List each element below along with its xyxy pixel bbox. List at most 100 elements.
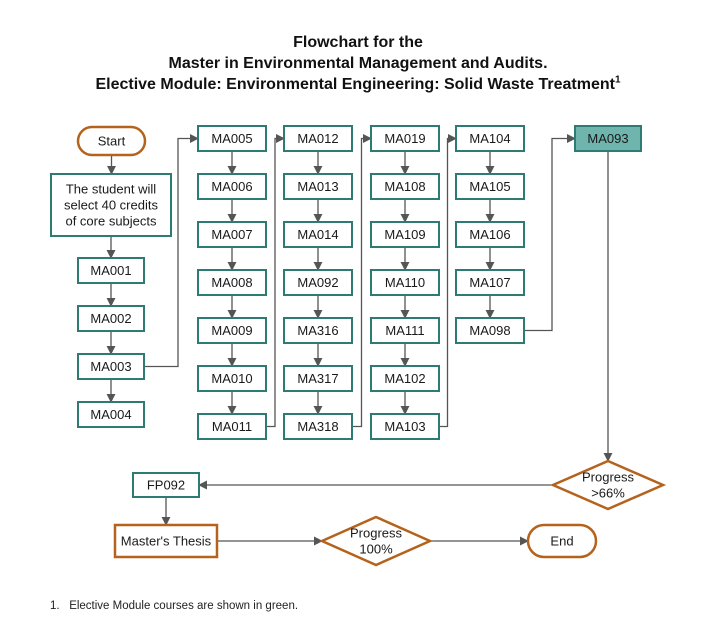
node-ma108: MA108 — [370, 173, 440, 200]
node-ma002-box — [77, 305, 145, 332]
node-ma109-box — [370, 221, 440, 248]
progress-66-diamond: Progress>66% — [549, 459, 667, 511]
node-ma093-label: MA093 — [587, 131, 628, 146]
progress-66-diamond-shape — [549, 459, 667, 511]
node-ma007: MA007 — [197, 221, 267, 248]
node-ma102-label: MA102 — [384, 371, 425, 386]
node-ma317: MA317 — [283, 365, 353, 392]
node-ma002-label: MA002 — [90, 311, 131, 326]
node-ma010-box — [197, 365, 267, 392]
intro-node-box — [50, 173, 172, 237]
node-ma108-label: MA108 — [384, 179, 425, 194]
node-ma316-label: MA316 — [297, 323, 338, 338]
node-ma008-box — [197, 269, 267, 296]
node-ma006: MA006 — [197, 173, 267, 200]
node-ma106-label: MA106 — [469, 227, 510, 242]
node-ma006-label: MA006 — [211, 179, 252, 194]
node-ma004: MA004 — [77, 401, 145, 428]
node-ma009-box — [197, 317, 267, 344]
node-ma098: MA098 — [455, 317, 525, 344]
title-line-2: Master in Environmental Management and A… — [168, 55, 548, 72]
progress-66-diamond-label: Progress — [582, 470, 635, 485]
node-ma093: MA093 — [574, 125, 642, 152]
end-node: End — [526, 523, 598, 559]
node-ma012: MA012 — [283, 125, 353, 152]
node-ma012-box — [283, 125, 353, 152]
node-ma005-label: MA005 — [211, 131, 252, 146]
node-ma092: MA092 — [283, 269, 353, 296]
end-node-shape — [526, 523, 598, 559]
node-ma008: MA008 — [197, 269, 267, 296]
node-ma014-label: MA014 — [297, 227, 338, 242]
node-ma108-box — [370, 173, 440, 200]
node-ma005: MA005 — [197, 125, 267, 152]
node-ma317-box — [283, 365, 353, 392]
edge-col5-to-elective — [524, 133, 576, 332]
node-ma105-box — [455, 173, 525, 200]
edge-col4-to-col5 — [439, 133, 457, 428]
node-ma104-box — [455, 125, 525, 152]
footnote-marker: 1 — [614, 74, 621, 86]
node-ma004-label: MA004 — [90, 407, 131, 422]
node-ma107-box — [455, 269, 525, 296]
node-ma007-label: MA007 — [211, 227, 252, 242]
title-line-1: Flowchart for the — [293, 34, 423, 51]
node-ma092-label: MA092 — [297, 275, 338, 290]
title-line-3-text: Elective Module: Environmental Engineeri… — [95, 76, 615, 93]
title-line-3: Elective Module: Environmental Engineeri… — [0, 74, 716, 95]
node-ma003-box — [77, 353, 145, 380]
node-ma106-box — [455, 221, 525, 248]
node-ma014-box — [283, 221, 353, 248]
node-ma109-label: MA109 — [384, 227, 425, 242]
node-ma317-label: MA317 — [297, 371, 338, 386]
node-ma012-label: MA012 — [297, 131, 338, 146]
end-node-label: End — [550, 534, 573, 549]
node-ma010-label: MA010 — [211, 371, 252, 386]
node-ma013-box — [283, 173, 353, 200]
node-ma009: MA009 — [197, 317, 267, 344]
node-ma019-label: MA019 — [384, 131, 425, 146]
node-ma011: MA011 — [197, 413, 267, 440]
progress-66-diamond-label: >66% — [591, 486, 625, 501]
progress-100-diamond-shape — [318, 515, 434, 567]
node-ma104-label: MA104 — [469, 131, 510, 146]
node-ma002: MA002 — [77, 305, 145, 332]
node-ma110: MA110 — [370, 269, 440, 296]
node-ma103-box — [370, 413, 440, 440]
flowchart-title: Flowchart for the Master in Environmenta… — [0, 32, 716, 95]
node-ma098-label: MA098 — [469, 323, 510, 338]
edge-col2-to-col3 — [266, 133, 285, 428]
node-ma318-box — [283, 413, 353, 440]
node-ma019: MA019 — [370, 125, 440, 152]
masters-thesis-node: Master's Thesis — [113, 523, 219, 559]
node-ma013-label: MA013 — [297, 179, 338, 194]
node-ma318: MA318 — [283, 413, 353, 440]
start-node: Start — [76, 125, 147, 157]
node-ma019-box — [370, 125, 440, 152]
node-ma098-box — [455, 317, 525, 344]
node-fp092-box — [132, 472, 200, 498]
node-ma011-label: MA011 — [212, 419, 252, 434]
flow-edges — [106, 133, 613, 546]
node-ma102-box — [370, 365, 440, 392]
node-ma318-label: MA318 — [297, 419, 338, 434]
node-ma003: MA003 — [77, 353, 145, 380]
node-ma105-label: MA105 — [469, 179, 510, 194]
node-fp092-label: FP092 — [147, 478, 185, 493]
node-ma107: MA107 — [455, 269, 525, 296]
node-ma316-box — [283, 317, 353, 344]
node-ma102: MA102 — [370, 365, 440, 392]
node-ma111-label: MA111 — [385, 323, 424, 338]
node-ma013: MA013 — [283, 173, 353, 200]
footnote: 1. Elective Module courses are shown in … — [50, 600, 298, 612]
masters-thesis-node-label: Master's Thesis — [121, 534, 212, 549]
progress-100-diamond-label: 100% — [359, 542, 393, 557]
node-ma107-label: MA107 — [469, 275, 510, 290]
node-ma110-label: MA110 — [385, 275, 425, 290]
node-ma103-label: MA103 — [384, 419, 425, 434]
intro-node-label: of core subjects — [65, 214, 157, 229]
node-ma008-label: MA008 — [211, 275, 252, 290]
